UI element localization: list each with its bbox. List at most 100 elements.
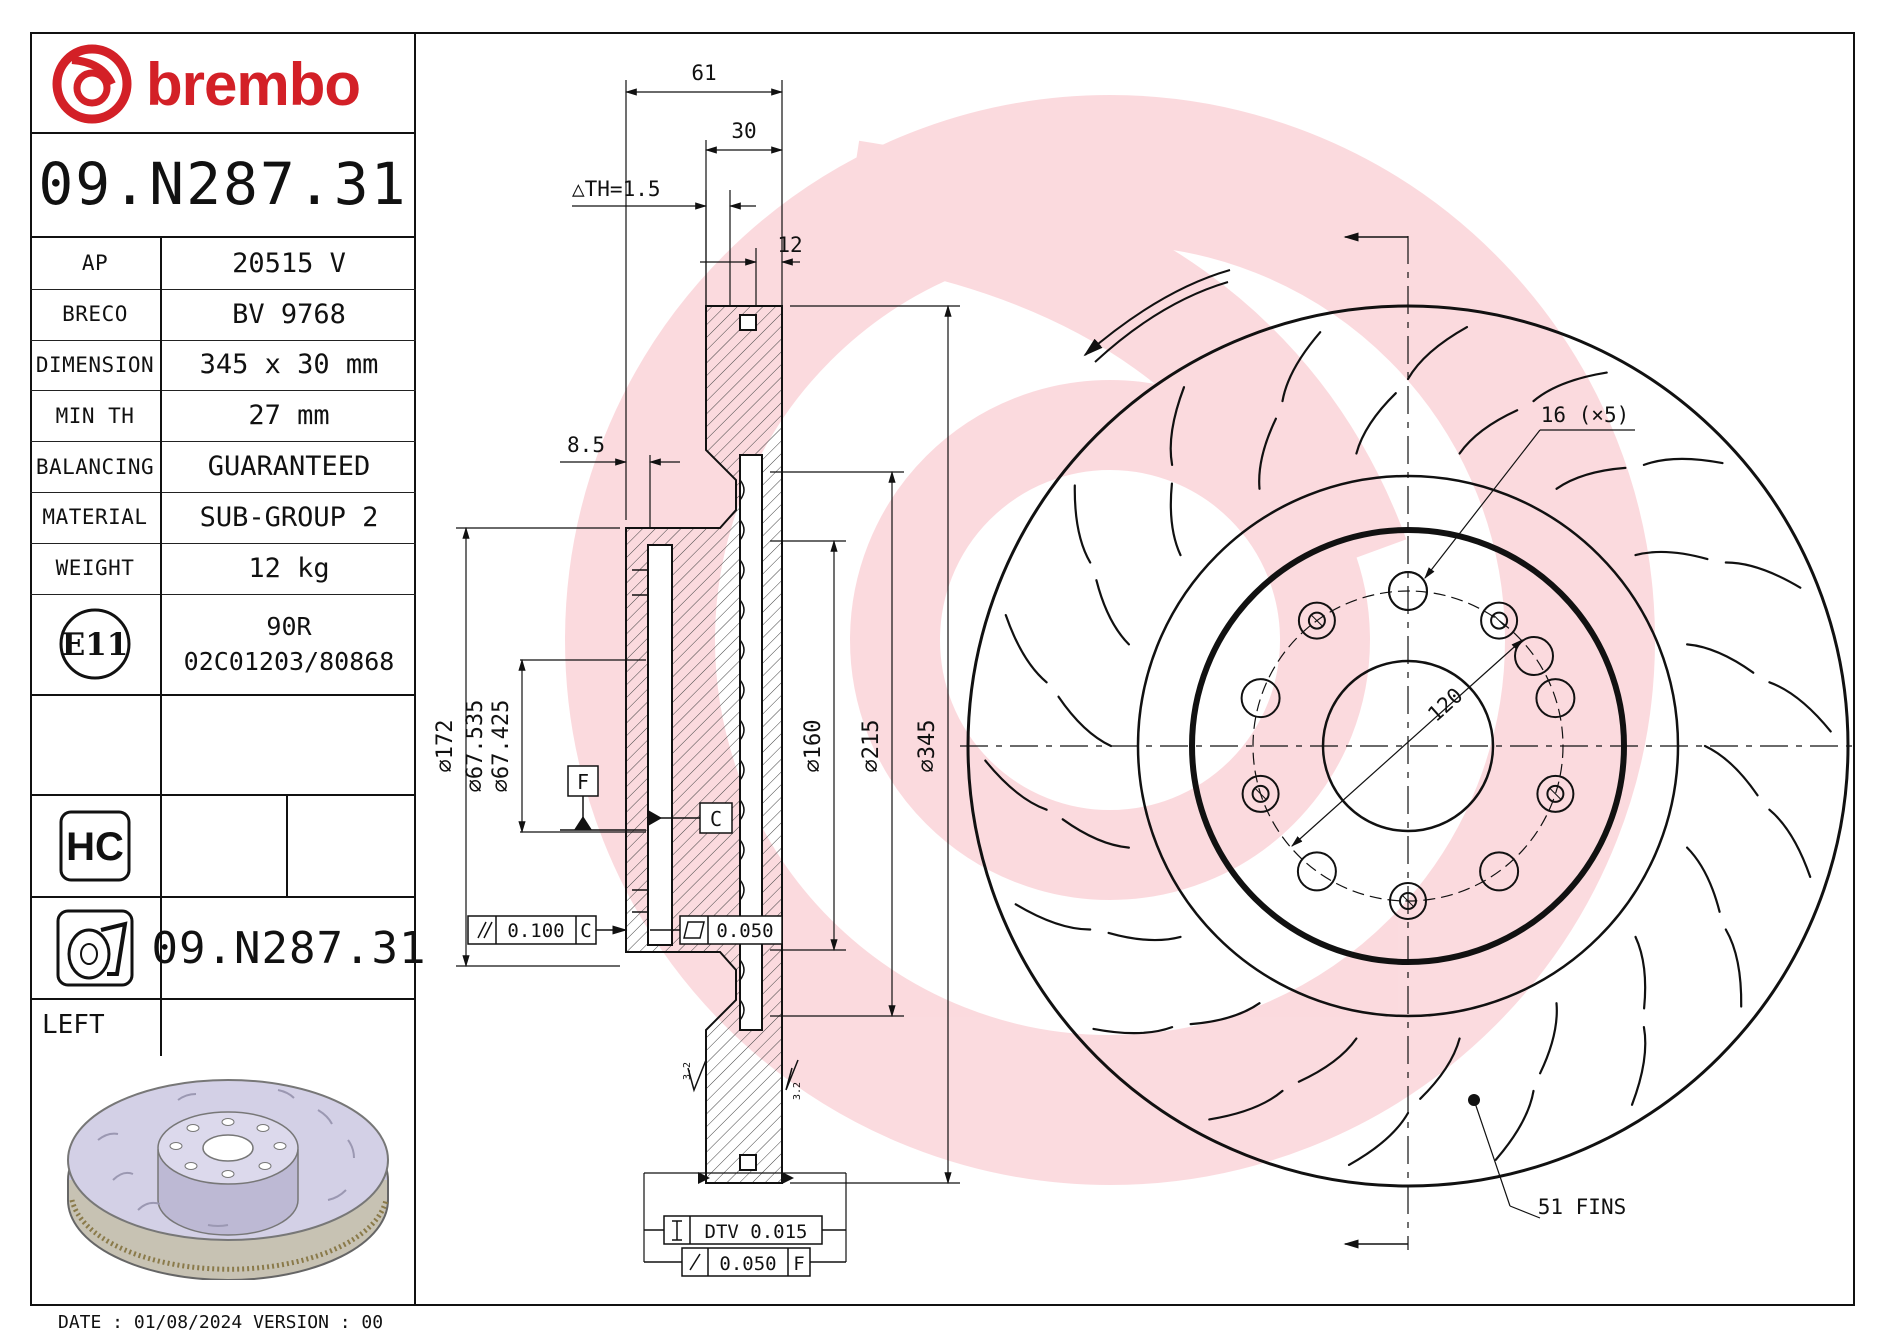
spec-label: MIN TH [30,390,160,441]
e11-homologation-icon: E11 [59,608,131,680]
disc-slot [1634,550,1709,561]
e11-cell: E11 [30,594,160,694]
homologation-line2: 02C01203/80868 [183,647,395,676]
disc-slot [1095,579,1130,646]
disc-slot [1494,1089,1535,1161]
disc-slot [1004,614,1048,684]
roughness-left: 3.2 [682,1062,693,1080]
bolt-hole [1296,851,1337,892]
disc-slot [1281,331,1322,403]
tapped-hole [1251,784,1270,803]
homologation-line1: 90R [266,612,312,641]
disc-slot [1768,808,1812,878]
dim-hat-offset: 8.5 [567,433,605,457]
bolt-hole [1480,601,1519,640]
dim-d215: ⌀215 [859,720,884,773]
spec-value: SUB-GROUP 2 [162,492,416,543]
bottom-part-number-cell: 09.N287.31 [152,898,426,998]
disc-3d-render [67,1079,389,1280]
disc-caliper-icon [56,909,134,987]
homologation-cell: 90R 02C01203/80868 [162,604,416,684]
dim-fins: 51 FINS [1538,1195,1627,1219]
disc-slot [1686,643,1755,674]
disc-slot [1347,1111,1410,1166]
spec-value-text: 12 kg [248,552,330,584]
spec-label-text: MIN TH [55,403,135,428]
hc-badge-icon: HC [59,810,131,882]
disc-slot [1686,846,1721,913]
disc-slot [1297,1037,1358,1083]
tapped-hole [1307,611,1326,630]
bolt-hole [1479,851,1520,892]
spec-value-text: 345 x 30 mm [199,349,379,381]
datum-f-label: F [577,770,589,794]
parallelism-value: 0.100 [507,920,564,942]
hc-cell: HC [30,796,160,896]
spec-value-text: 27 mm [248,400,330,432]
e11-badge-text: E11 [62,627,129,663]
disc-slot [984,759,1048,811]
dim-holes: 16 (×5) [1541,403,1630,427]
dim-d160: ⌀160 [801,720,826,773]
tapped-hole [1399,892,1417,910]
disc-slot [1057,695,1113,748]
disc-slot [1092,1026,1174,1035]
disc-slot [1419,1037,1461,1100]
bolt-hole [1536,774,1575,813]
spec-label: MATERIAL [30,492,160,543]
spec-label-text: WEIGHT [55,556,135,581]
spec-label-text: BALANCING [35,454,155,479]
spec-value: 20515 V [162,238,416,289]
bolt-hole [1240,678,1281,719]
disc-slot [1169,386,1186,466]
parallelism-ref: C [580,920,591,942]
spec-value-text: SUB-GROUP 2 [199,501,379,533]
tapped-hole [1490,611,1509,630]
bolt-hole [1535,678,1576,719]
bottom-part-number: 09.N287.31 [151,922,427,974]
disc-slot [1458,409,1519,455]
spec-value-text: GUARANTEED [207,451,371,483]
disc-slot [1634,935,1647,1010]
drawing-frame [30,32,1855,1306]
dim-d172: ⌀172 [433,720,458,773]
disc-slot [1189,1002,1261,1026]
disc-icon-cell [30,898,160,998]
bolt-hole [1241,774,1280,813]
disc-slot [1539,1002,1558,1075]
dim-d67-535: ⌀67.535 [463,700,488,793]
datum-c-label: C [710,807,722,831]
dim-delta-th: △TH=1.5 [572,177,661,201]
dim-thickness: 30 [731,119,756,143]
spec-value: 345 x 30 mm [162,340,416,391]
disc-slot [1724,928,1743,1008]
flatness-value: 0.050 [716,920,773,942]
dim-friction-ring: 12 [777,233,802,257]
title-block [30,32,416,1306]
footer-date-version: DATE : 01/08/2024 VERSION : 00 [58,1312,384,1333]
disc-slot [1532,371,1608,403]
spec-label: BALANCING [30,441,160,492]
disc-slot [1406,326,1469,381]
disc-slot [1107,931,1182,942]
front-view [960,232,1860,1250]
spec-label: WEIGHT [30,543,160,594]
disc-slot [1169,482,1182,557]
dim-d67-425: ⌀67.425 [489,700,514,793]
disc-slot [1355,392,1397,455]
disc-slot [1703,744,1759,797]
dim-pcd: 120 [1423,683,1467,726]
spec-label-text: DIMENSION [35,352,155,377]
spec-label: BRECO [30,289,160,340]
brembo-logo-icon [52,44,132,124]
disc-slot [1768,681,1832,733]
bolt-hole [1389,882,1427,920]
part-number-header: 09.N287.31 [30,134,416,234]
side-label: LEFT [42,1010,105,1040]
spec-label-text: MATERIAL [42,505,148,530]
runout-value: 0.050 [719,1253,776,1275]
part-number: 09.N287.31 [38,150,408,218]
spec-value: BV 9768 [162,289,416,340]
